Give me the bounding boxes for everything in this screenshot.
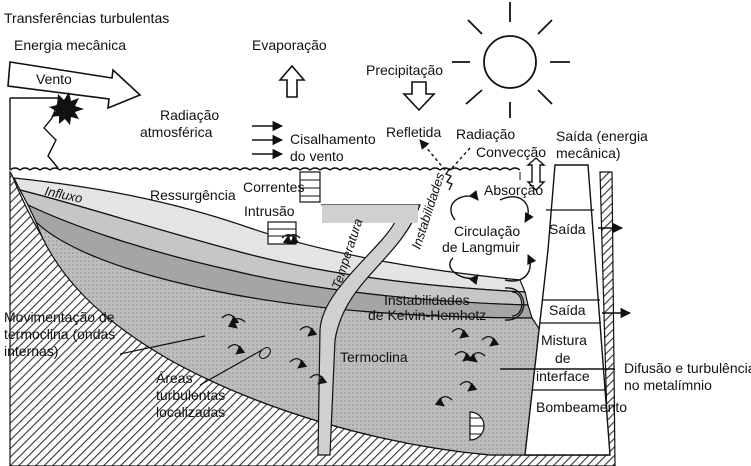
- label-refletida: Refletida: [386, 124, 441, 140]
- label-movimentacao-1: Movimentação de: [4, 309, 115, 325]
- label-saida-2: Saída: [549, 302, 586, 318]
- label-circulacao-2: de Langmuir: [442, 239, 520, 255]
- label-areas-3: localizadas: [156, 404, 225, 420]
- splash-icon: [49, 92, 84, 125]
- label-saida-1: Saída: [549, 221, 586, 237]
- incoming-radiation: [452, 148, 470, 168]
- label-areas-1: Áreas: [156, 370, 193, 386]
- label-energia-mecanica: Energia mecânica: [14, 37, 126, 53]
- label-vento: Vento: [36, 71, 72, 87]
- label-areas-2: turbulentas: [156, 387, 225, 403]
- label-cisalhamento-2: do vento: [290, 148, 344, 164]
- label-difusao-1: Difusão e turbulência: [624, 360, 751, 376]
- label-saida-energia-2: mecânica): [556, 145, 621, 161]
- label-ressurgencia: Ressurgência: [150, 187, 236, 203]
- label-radiacao-atm-2: atmosférica: [140, 124, 213, 140]
- label-absorcao: Absorção: [484, 182, 543, 198]
- shear-arrows: [252, 126, 282, 154]
- label-difusao-2: no metalímnio: [624, 377, 712, 393]
- label-kelvin-1: Instabilidades: [384, 292, 470, 308]
- label-correntes: Correntes: [243, 179, 304, 195]
- label-circulacao-1: Circulação: [454, 223, 520, 239]
- label-bombeamento: Bombeamento: [536, 399, 627, 415]
- label-movimentacao-2: termoclina (ondas: [4, 326, 115, 342]
- label-movimentacao-3: internas): [4, 343, 58, 359]
- label-mistura-1: Mistura: [541, 332, 587, 348]
- label-evaporacao: Evaporação: [252, 37, 327, 53]
- label-termoclina: Termoclina: [340, 349, 408, 365]
- label-mistura-3: interface: [536, 368, 590, 384]
- reflected-arrow: [420, 140, 445, 170]
- label-radiacao: Radiação: [456, 126, 515, 142]
- label-mistura-2: de: [555, 350, 571, 366]
- label-precipitacao: Precipitação: [366, 62, 443, 78]
- label-saida-energia-1: Saída (energia: [556, 128, 648, 144]
- arrow-down-icon: [404, 82, 434, 110]
- label-intrusao: Intrusão: [244, 203, 295, 219]
- label-conveccao: Convecção: [476, 144, 546, 160]
- label-kelvin-2: de Kelvin-Hemhotz: [368, 307, 486, 323]
- label-transferencias: Transferências turbulentas: [4, 10, 169, 26]
- label-radiacao-atm-1: Radiação: [160, 107, 219, 123]
- label-cisalhamento-1: Cisalhamento: [290, 131, 376, 147]
- sun-icon: [452, 2, 570, 118]
- arrow-up-icon: [280, 66, 304, 97]
